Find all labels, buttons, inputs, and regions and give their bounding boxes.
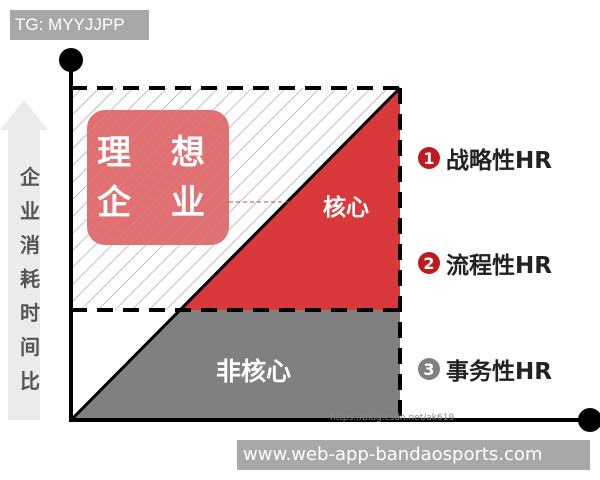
number-2-icon: 2 (418, 252, 440, 274)
label-text: 流程性HR (446, 253, 552, 279)
number-3-icon: 3 (418, 358, 440, 380)
bottom-watermark: www.web-app-bandaosports.com (237, 440, 590, 470)
process-hr-label: 2 流程性HR (418, 246, 552, 280)
top-watermark: TG: MYYJJPP (10, 10, 149, 40)
transactional-hr-label: 3 事务性HR (418, 352, 552, 386)
ideal-line2: 企 业 (97, 182, 219, 223)
up-arrow (0, 100, 48, 420)
diagonal-line (69, 86, 402, 422)
non-core-region (71, 310, 400, 420)
x-axis-dot (578, 408, 600, 432)
core-label: 核心 (323, 195, 369, 221)
strategic-hr-label: 1 战略性HR (418, 141, 552, 175)
ideal-enterprise-box: 理 想 企 业 (87, 110, 229, 245)
label-text: 战略性HR (446, 148, 552, 174)
non-core-label: 非核心 (216, 357, 292, 386)
y-axis-label: 企业消耗时间比 (20, 165, 40, 393)
source-url: https://blog.csdn.net/ak619 (330, 413, 455, 423)
number-1-icon: 1 (418, 147, 440, 169)
label-text: 事务性HR (446, 359, 552, 385)
ideal-line1: 理 想 (97, 132, 219, 173)
y-axis-dot (59, 48, 83, 72)
